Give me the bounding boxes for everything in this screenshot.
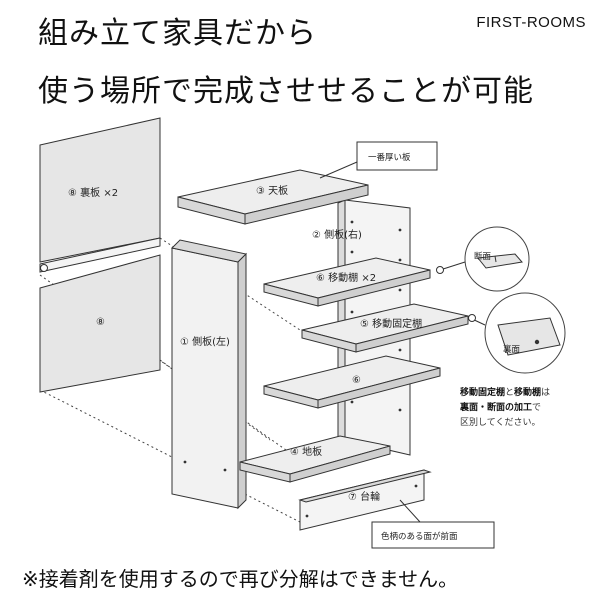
note-line-1: 移動固定棚と移動棚は [460, 386, 550, 398]
callout-cross-section-text: 断面 [474, 251, 492, 262]
movable-shelf-lower-side [317, 367, 441, 409]
label-movable-shelf-x2: ⑥ 移動棚 ×2 [316, 271, 376, 284]
label-side-right: ② 側板(右) [312, 228, 362, 241]
bottom-panel-side [289, 445, 391, 483]
footnote: ※接着剤を使用するので再び分解はできません。 [22, 567, 459, 591]
callout-back-face-text: 裏面 [503, 344, 521, 355]
back-panel-strip [39, 237, 161, 273]
base-board-hole-left [305, 514, 309, 518]
side-panel-left [171, 247, 239, 509]
detail-cross-section-board [477, 253, 523, 269]
base-board-hole-right [414, 484, 418, 488]
detail-cross-section-line [494, 255, 497, 263]
label-bottom-panel: ④ 地板 [290, 445, 322, 458]
note-line-3: 区別してください。 [460, 417, 540, 428]
label-back-panel-x2: ⑧ 裏板 ×2 [68, 186, 118, 199]
strip-hole-icon [40, 264, 48, 272]
fixed-shelf-side [355, 315, 469, 353]
label-shelf: ⑥ [352, 375, 361, 386]
detail-back-face-board [497, 317, 561, 356]
base-board-top [298, 469, 432, 503]
note-line-2: 裏面・断面の加工で [459, 401, 541, 413]
label-side-left: ① 側板(左) [180, 335, 230, 348]
brand-label: FIRST-ROOMS [476, 14, 586, 31]
movable-shelf-upper-side [317, 269, 431, 307]
top-panel-side [244, 184, 369, 225]
back-panel-lower [39, 254, 161, 393]
label-top-panel: ③ 天板 [256, 184, 288, 197]
callout-box-front-face [371, 521, 495, 549]
label-fixed-shelf: ⑤ 移動固定棚 [360, 317, 422, 330]
detail-back-face-hole-icon [534, 339, 540, 345]
side-panel-left-holes [183, 460, 227, 472]
callout-thickest-text: 一番厚い板 [368, 152, 411, 163]
side-panel-left-edge [237, 252, 247, 510]
headline-line-2: 使う場所で完成させせることが可能 [38, 74, 534, 109]
marker-cross-section-icon [436, 266, 444, 274]
detail-leader-cross-section [439, 261, 466, 271]
headline-line-1: 組み立て家具だから [38, 16, 317, 51]
label-back-panel: ⑧ [96, 317, 105, 328]
callout-leader-thickest [319, 161, 358, 179]
callout-front-face-text: 色柄のある面が前面 [381, 531, 458, 542]
callout-box-thickest [356, 141, 438, 171]
callout-leader-front-face [399, 499, 421, 523]
label-base-board: ⑦ 台輪 [348, 490, 380, 503]
marker-back-face-icon [468, 314, 476, 322]
